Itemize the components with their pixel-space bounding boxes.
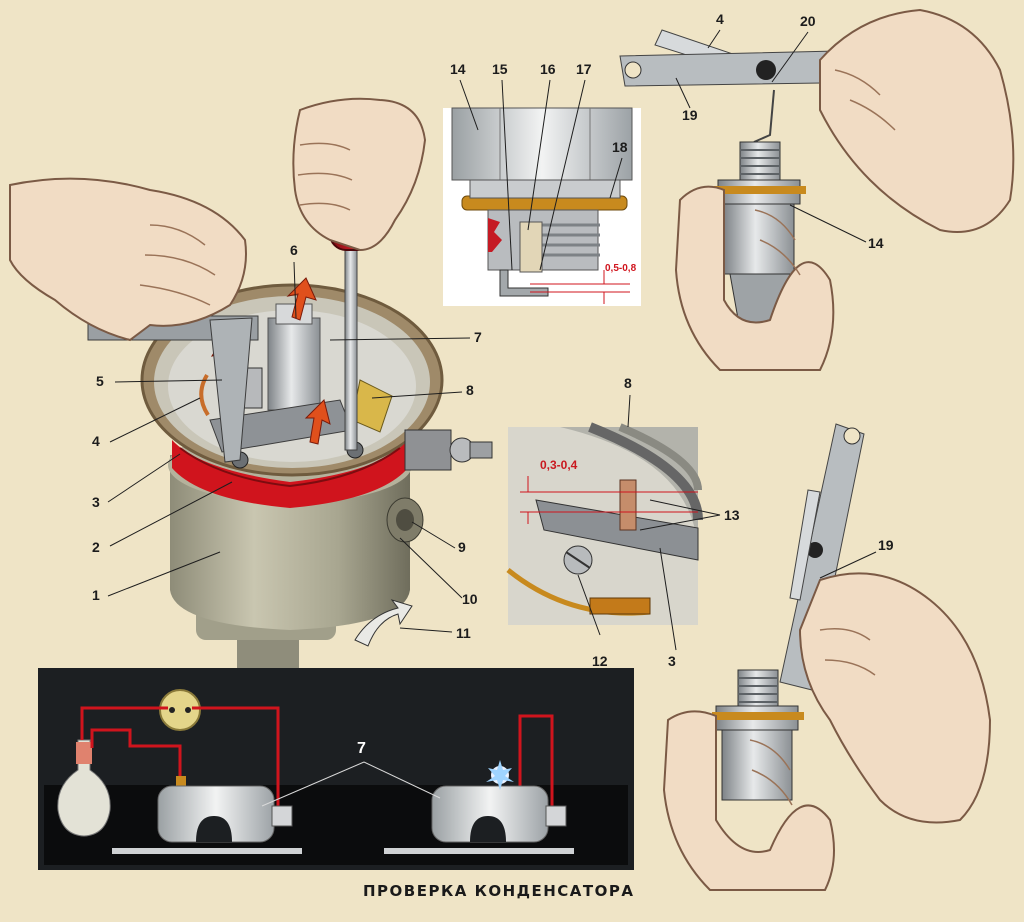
- breaker-gap-inset: [506, 394, 721, 651]
- left-hand-top-right: [674, 185, 835, 371]
- callout-label: 19: [878, 537, 894, 553]
- callout-label: 10: [462, 591, 478, 607]
- ground-electrode: [499, 269, 549, 297]
- callout-label: 11: [456, 625, 471, 641]
- callout-label: 6: [290, 242, 298, 258]
- gap-dimension: 0,5-0,8: [605, 263, 637, 274]
- callout-label: 4: [92, 433, 100, 449]
- gap-dimension: 0,3-0,4: [540, 458, 578, 472]
- callout-label: 14: [868, 235, 884, 251]
- callout-label: 16: [540, 61, 556, 77]
- left-hand-with-gauge: [9, 177, 259, 463]
- spark-plug-gap-inset: [443, 79, 641, 306]
- condenser-right: [384, 785, 574, 854]
- gauge-pivot: [756, 60, 776, 80]
- left-hand: [9, 177, 247, 342]
- condenser-left: [112, 785, 302, 854]
- spark-icon: [486, 760, 514, 790]
- gauge-wire: [753, 89, 775, 143]
- distributor-housing: [170, 455, 410, 630]
- callout-label: 12: [592, 653, 608, 669]
- gauge-pivot: [807, 542, 823, 558]
- leader-lines-main: [107, 261, 471, 633]
- callout-label: 3: [668, 653, 676, 669]
- callout-label: 15: [492, 61, 508, 77]
- bottom-right-plug-gauge: [662, 423, 992, 891]
- callout-label: 4: [716, 11, 724, 27]
- plug-hex: [451, 107, 633, 181]
- top-hand: [292, 97, 427, 252]
- callout-label: 7: [357, 740, 366, 757]
- callout-label: 18: [612, 139, 628, 155]
- red-arrow-icon: [286, 277, 317, 321]
- red-arrow-icon: [304, 399, 331, 445]
- callout-label: 2: [92, 539, 100, 555]
- screwdriver-shaft: [344, 239, 358, 451]
- callout-label: 14: [450, 61, 466, 77]
- power-socket-icon: [159, 689, 201, 731]
- cam-housing: [267, 317, 321, 411]
- breaker-plate: [172, 440, 408, 508]
- test-lamp-icon: [57, 739, 111, 837]
- right-hand-top: [819, 8, 1015, 233]
- callout-label: 3: [92, 494, 100, 510]
- figure-caption: ПРОВЕРКА КОНДЕНСАТОРА: [363, 882, 635, 900]
- callout-label: 13: [724, 507, 740, 523]
- callout-label: 1: [92, 587, 100, 603]
- callout-label: 7: [474, 329, 482, 345]
- breaker-arm: [535, 499, 699, 561]
- callout-label: 8: [624, 375, 632, 391]
- side-terminal: [404, 429, 452, 471]
- callout-label: 5: [96, 373, 104, 389]
- callout-label: 19: [682, 107, 698, 123]
- callout-label: 17: [576, 61, 592, 77]
- hand-with-screwdriver: [292, 97, 427, 451]
- top-right-plug-gauge: [619, 8, 1015, 371]
- left-hand-bottom: [662, 710, 835, 891]
- rotation-arrow-icon: [354, 599, 413, 647]
- callout-label: 9: [458, 539, 466, 555]
- callout-label: 20: [800, 13, 816, 29]
- condenser-test-panel: [38, 668, 634, 870]
- callout-label: 8: [466, 382, 474, 398]
- right-hand-bottom: [798, 572, 992, 824]
